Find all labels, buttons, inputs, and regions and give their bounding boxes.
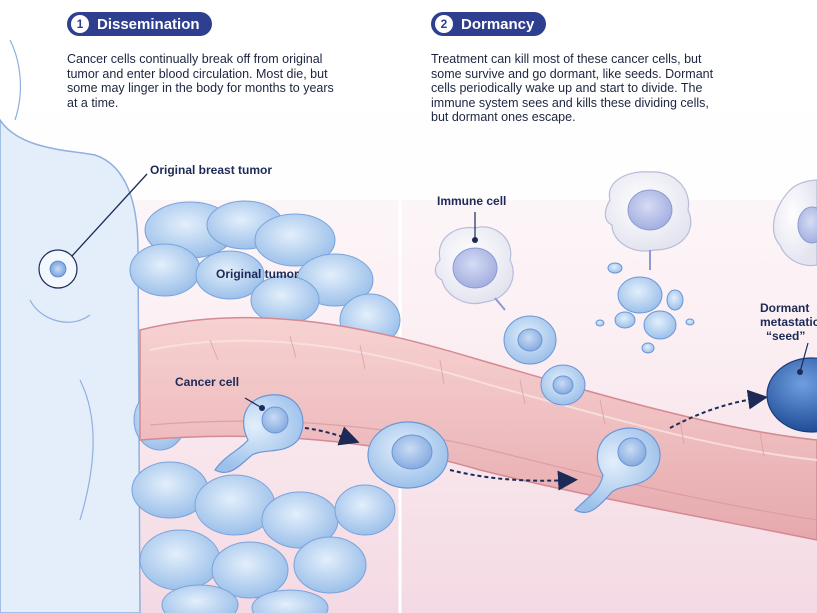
immune-cell [434, 226, 514, 311]
panel-1-heading: 1 Dissemination [67, 12, 212, 36]
label-dormant-line-2: metastatic [760, 315, 817, 329]
label-dormant-seed: Dormant metastatic “seed” [760, 301, 817, 343]
label-dormant-line-1: Dormant [760, 301, 810, 315]
label-dormant-line-3: “seed” [766, 329, 806, 343]
label-immune-cell: Immune cell [437, 194, 507, 208]
panel-2-title: Dormancy [461, 15, 535, 33]
cancer-cell-entering [214, 394, 304, 474]
panel-2-description: Treatment can kill most of these cancer … [431, 52, 714, 124]
panel-1-description: Cancer cells continually break off from … [67, 52, 334, 110]
label-original-tumor: Original tumor [216, 267, 299, 281]
label-cancer-cell: Cancer cell [175, 375, 240, 389]
panel-1-title: Dissemination [97, 15, 200, 33]
panel-2-heading: 2 Dormancy [431, 12, 547, 36]
label-original-breast-tumor: Original breast tumor [150, 163, 273, 177]
panel-2-number: 2 [435, 15, 453, 33]
panel-1-number: 1 [71, 15, 89, 33]
